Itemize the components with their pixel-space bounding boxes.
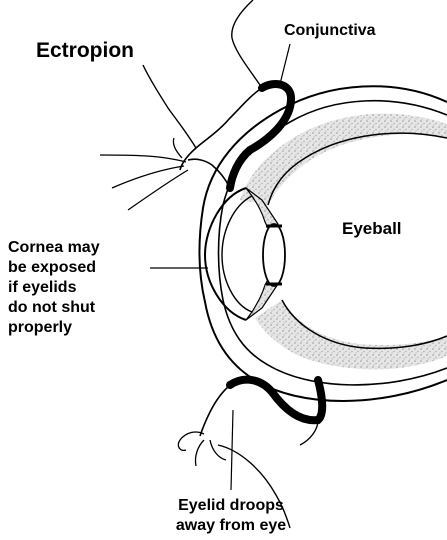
diagram-title: Ectropion	[36, 40, 134, 61]
lower-eyelashes	[178, 432, 226, 466]
upper-eyelashes	[100, 138, 188, 210]
eyelid-label-line: Eyelid droops	[146, 496, 316, 516]
conjunctiva-leader-line	[279, 44, 290, 88]
cornea	[205, 188, 246, 320]
lower-eyelid-conjunctiva	[230, 380, 322, 421]
eyelid-label-line: away from eye	[146, 516, 316, 536]
cornea-label: Cornea may be exposed if eyelids do not …	[8, 238, 158, 338]
cornea-label-line: Cornea may	[8, 238, 158, 258]
eyelid-label: Eyelid droops away from eye	[146, 496, 316, 536]
eyeball-label: Eyeball	[342, 220, 402, 237]
conjunctiva-label: Conjunctiva	[284, 23, 376, 39]
upper-eyelid	[180, 88, 262, 170]
cornea-label-line: properly	[8, 318, 158, 338]
choroid-texture-band	[240, 114, 447, 205]
lens	[263, 224, 285, 286]
cornea-label-line: do not shut	[8, 298, 158, 318]
lower-eyelid	[200, 385, 230, 436]
cornea-label-line: be exposed	[8, 258, 158, 278]
upper-skin-line	[232, 0, 262, 88]
cornea-label-line: if eyelids	[8, 278, 158, 298]
